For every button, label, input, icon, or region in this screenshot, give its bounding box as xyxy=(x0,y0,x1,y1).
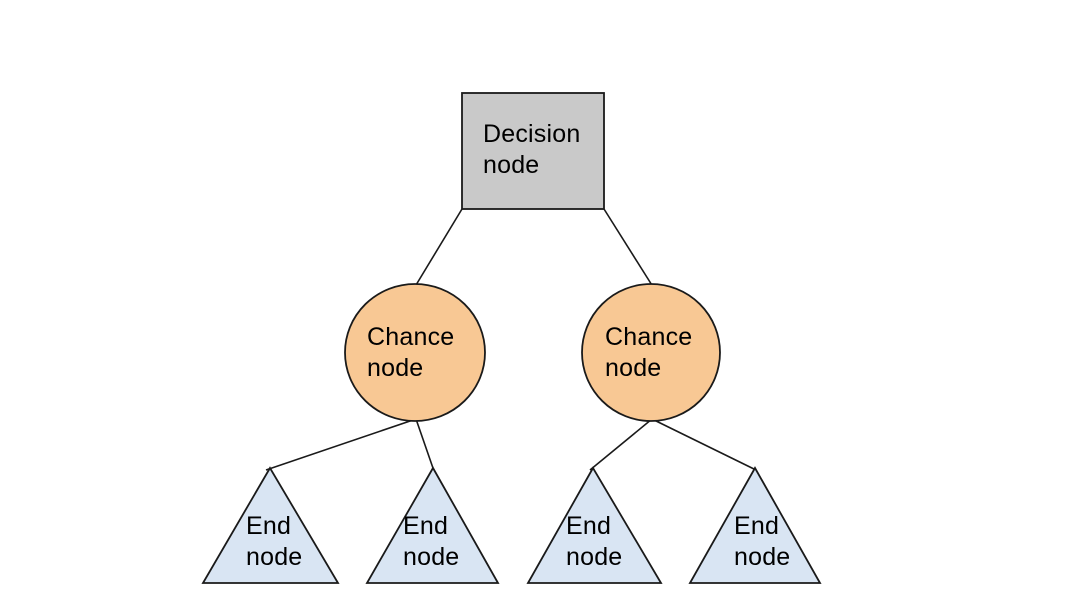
edge-chance-right-to-end-3 xyxy=(589,418,653,471)
end-node-1-shape xyxy=(201,466,340,584)
end-node-2-shape xyxy=(365,466,500,584)
edge-chance-right-to-end-4 xyxy=(651,418,757,471)
decision-node-shape xyxy=(461,92,605,210)
edge-decision-to-chance-right xyxy=(603,208,656,291)
end-node-4-label: End node xyxy=(734,512,791,571)
chance-node-left-shape xyxy=(344,283,486,422)
end-node-3-shape xyxy=(526,466,663,584)
edge-chance-left-to-end-2 xyxy=(415,418,435,472)
edge-decision-to-chance-left xyxy=(412,208,463,291)
chance-node-right-label: Chance node xyxy=(605,323,693,382)
chance-node-left-label: Chance node xyxy=(367,323,455,382)
chance-node-right-shape xyxy=(581,283,721,422)
end-node-3-label: End node xyxy=(566,512,623,571)
end-node-2-label: End node xyxy=(403,512,460,571)
edge-chance-left-to-end-1 xyxy=(265,418,417,471)
end-node-4-shape xyxy=(688,466,822,584)
decision-node-label: Decision node xyxy=(483,120,581,179)
end-node-1-label: End node xyxy=(246,512,303,571)
